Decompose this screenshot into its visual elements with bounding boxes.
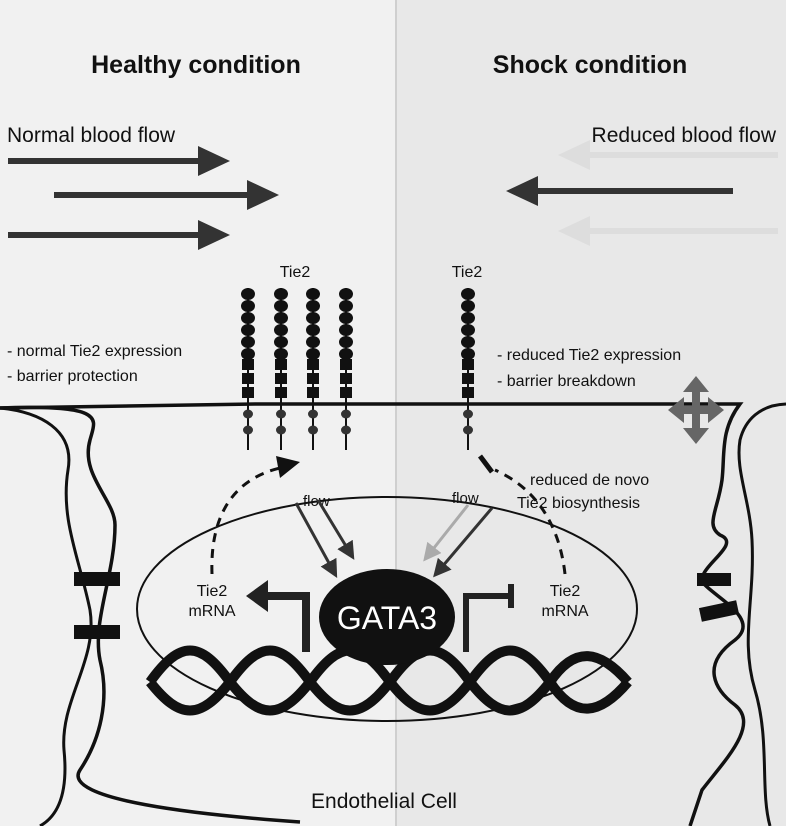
- tie2-receptor: [306, 288, 320, 450]
- normal-blood-flow-label: Normal blood flow: [7, 124, 176, 147]
- tie2-receptor: [461, 288, 475, 450]
- faint-flow-arrowhead: [558, 216, 590, 246]
- flow-signal-arrow-faint: [423, 504, 470, 562]
- healthy-condition-title: Healthy condition: [91, 51, 301, 79]
- normal-tie2-expression-text: - normal Tie2 expression: [7, 343, 182, 360]
- tie2-receptors-shock: [461, 288, 475, 450]
- tie2-mrna-label-shock: Tie2: [550, 583, 581, 600]
- endothelial-cell-left-border: [0, 405, 301, 824]
- tie2-receptors-healthy: [241, 288, 353, 450]
- active-promoter-arrowhead: [246, 580, 268, 612]
- blood-flow-arrowhead: [198, 146, 230, 176]
- nucleus: [136, 496, 638, 722]
- healthy-panel-background: [0, 0, 396, 826]
- tie2-receptor: [339, 288, 353, 450]
- gata3-label: GATA3: [337, 600, 437, 636]
- repressed-promoter-line: [463, 593, 510, 652]
- left-cell-junctions: [74, 572, 120, 639]
- flow-label-healthy: flow: [303, 493, 330, 510]
- reduced-biosynthesis-line2: Tie2 biosynthesis: [517, 495, 640, 512]
- barrier-protection-text: - barrier protection: [7, 368, 138, 385]
- junction-protein: [74, 572, 120, 586]
- mrna-label-healthy: mRNA: [188, 603, 235, 620]
- reduced-blood-flow-arrows: [506, 140, 778, 246]
- tie2-biosynthesis-dashed-arrow: [210, 466, 281, 575]
- reduced-tie2-expression-text: - reduced Tie2 expression: [497, 347, 681, 364]
- faint-flow-arrowhead: [558, 140, 590, 170]
- dna-double-helix: [145, 645, 632, 716]
- reduced-blood-flow-label: Reduced blood flow: [592, 124, 777, 147]
- biosynthesis-arrowhead: [276, 456, 300, 478]
- neighbor-cell-right: [737, 402, 786, 826]
- normal-blood-flow-arrows: [8, 146, 279, 250]
- junction-protein-displaced: [698, 600, 740, 622]
- reduced-biosynthesis-dashed-line: [494, 468, 567, 575]
- reduced-biosynthesis-line1: reduced de novo: [530, 472, 649, 489]
- gata3-factor: [319, 569, 455, 665]
- flow-signal-arrow: [433, 507, 494, 578]
- tie2-receptor: [241, 288, 255, 450]
- shock-condition-title: Shock condition: [493, 51, 687, 79]
- neighbor-cell-left: [0, 406, 93, 826]
- active-promoter-arrow: [264, 592, 310, 652]
- blood-flow-arrowhead: [247, 180, 279, 210]
- tie2-receptor: [274, 288, 288, 450]
- tie2-label-shock: Tie2: [452, 264, 483, 281]
- tie2-label-healthy: Tie2: [280, 264, 311, 281]
- junction-protein: [697, 573, 731, 586]
- flow-signal-arrow: [294, 502, 338, 578]
- junction-protein: [74, 625, 120, 639]
- inhibition-bar: [478, 454, 494, 474]
- barrier-breakdown-text: - barrier breakdown: [497, 373, 636, 390]
- blood-flow-arrowhead: [198, 220, 230, 250]
- mrna-label-shock: mRNA: [541, 603, 588, 620]
- endothelial-cell-label: Endothelial Cell: [311, 790, 457, 813]
- reduced-flow-arrowhead: [506, 176, 538, 206]
- right-cell-junctions: [697, 573, 740, 622]
- flow-label-shock: flow: [452, 490, 479, 507]
- flow-signal-arrows-healthy: [294, 499, 355, 578]
- gap-formation-arrows-icon: [668, 376, 724, 444]
- flow-signal-arrows-shock: [423, 504, 494, 578]
- tie2-mrna-label-healthy: Tie2: [197, 583, 228, 600]
- flow-signal-arrow: [316, 499, 355, 560]
